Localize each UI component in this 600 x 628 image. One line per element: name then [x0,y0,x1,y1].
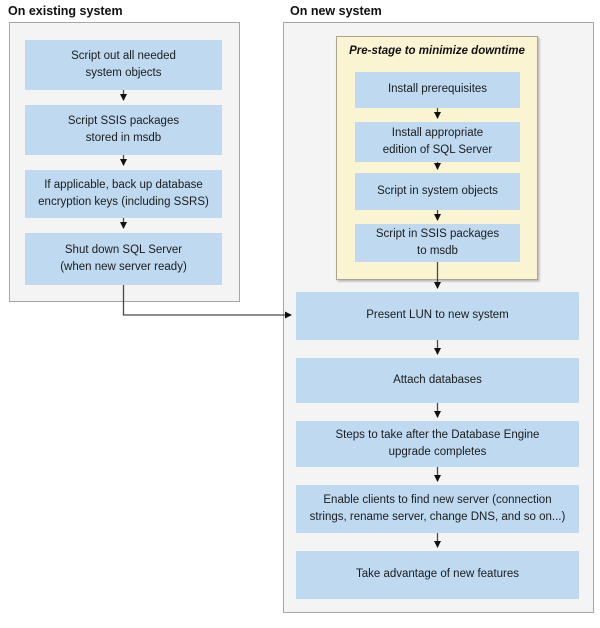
flow-arrow-elbow [122,285,292,319]
step-enable-clients: Enable clients to find new server (conne… [296,485,579,533]
step-install-prerequisites: Install prerequisites [355,72,520,108]
step-attach-databases: Attach databases [296,358,579,403]
step-script-in-system-objects: Script in system objects [355,173,520,210]
existing-system-header: On existing system [8,4,123,18]
step-present-lun: Present LUN to new system [296,292,579,340]
step-shutdown-sql-server: Shut down SQL Server (when new server re… [25,233,222,285]
step-script-in-ssis-packages: Script in SSIS packages to msdb [355,224,520,262]
step-new-features: Take advantage of new features [296,551,579,599]
step-script-ssis-packages: Script SSIS packages stored in msdb [25,105,222,155]
step-post-upgrade-steps: Steps to take after the Database Engine … [296,421,579,467]
prestage-title: Pre-stage to minimize downtime [349,45,525,57]
new-system-header: On new system [290,4,382,18]
step-install-sql-edition: Install appropriate edition of SQL Serve… [355,122,520,162]
step-script-out-system-objects: Script out all needed system objects [25,40,222,90]
step-backup-encryption-keys: If applicable, back up database encrypti… [25,170,222,218]
